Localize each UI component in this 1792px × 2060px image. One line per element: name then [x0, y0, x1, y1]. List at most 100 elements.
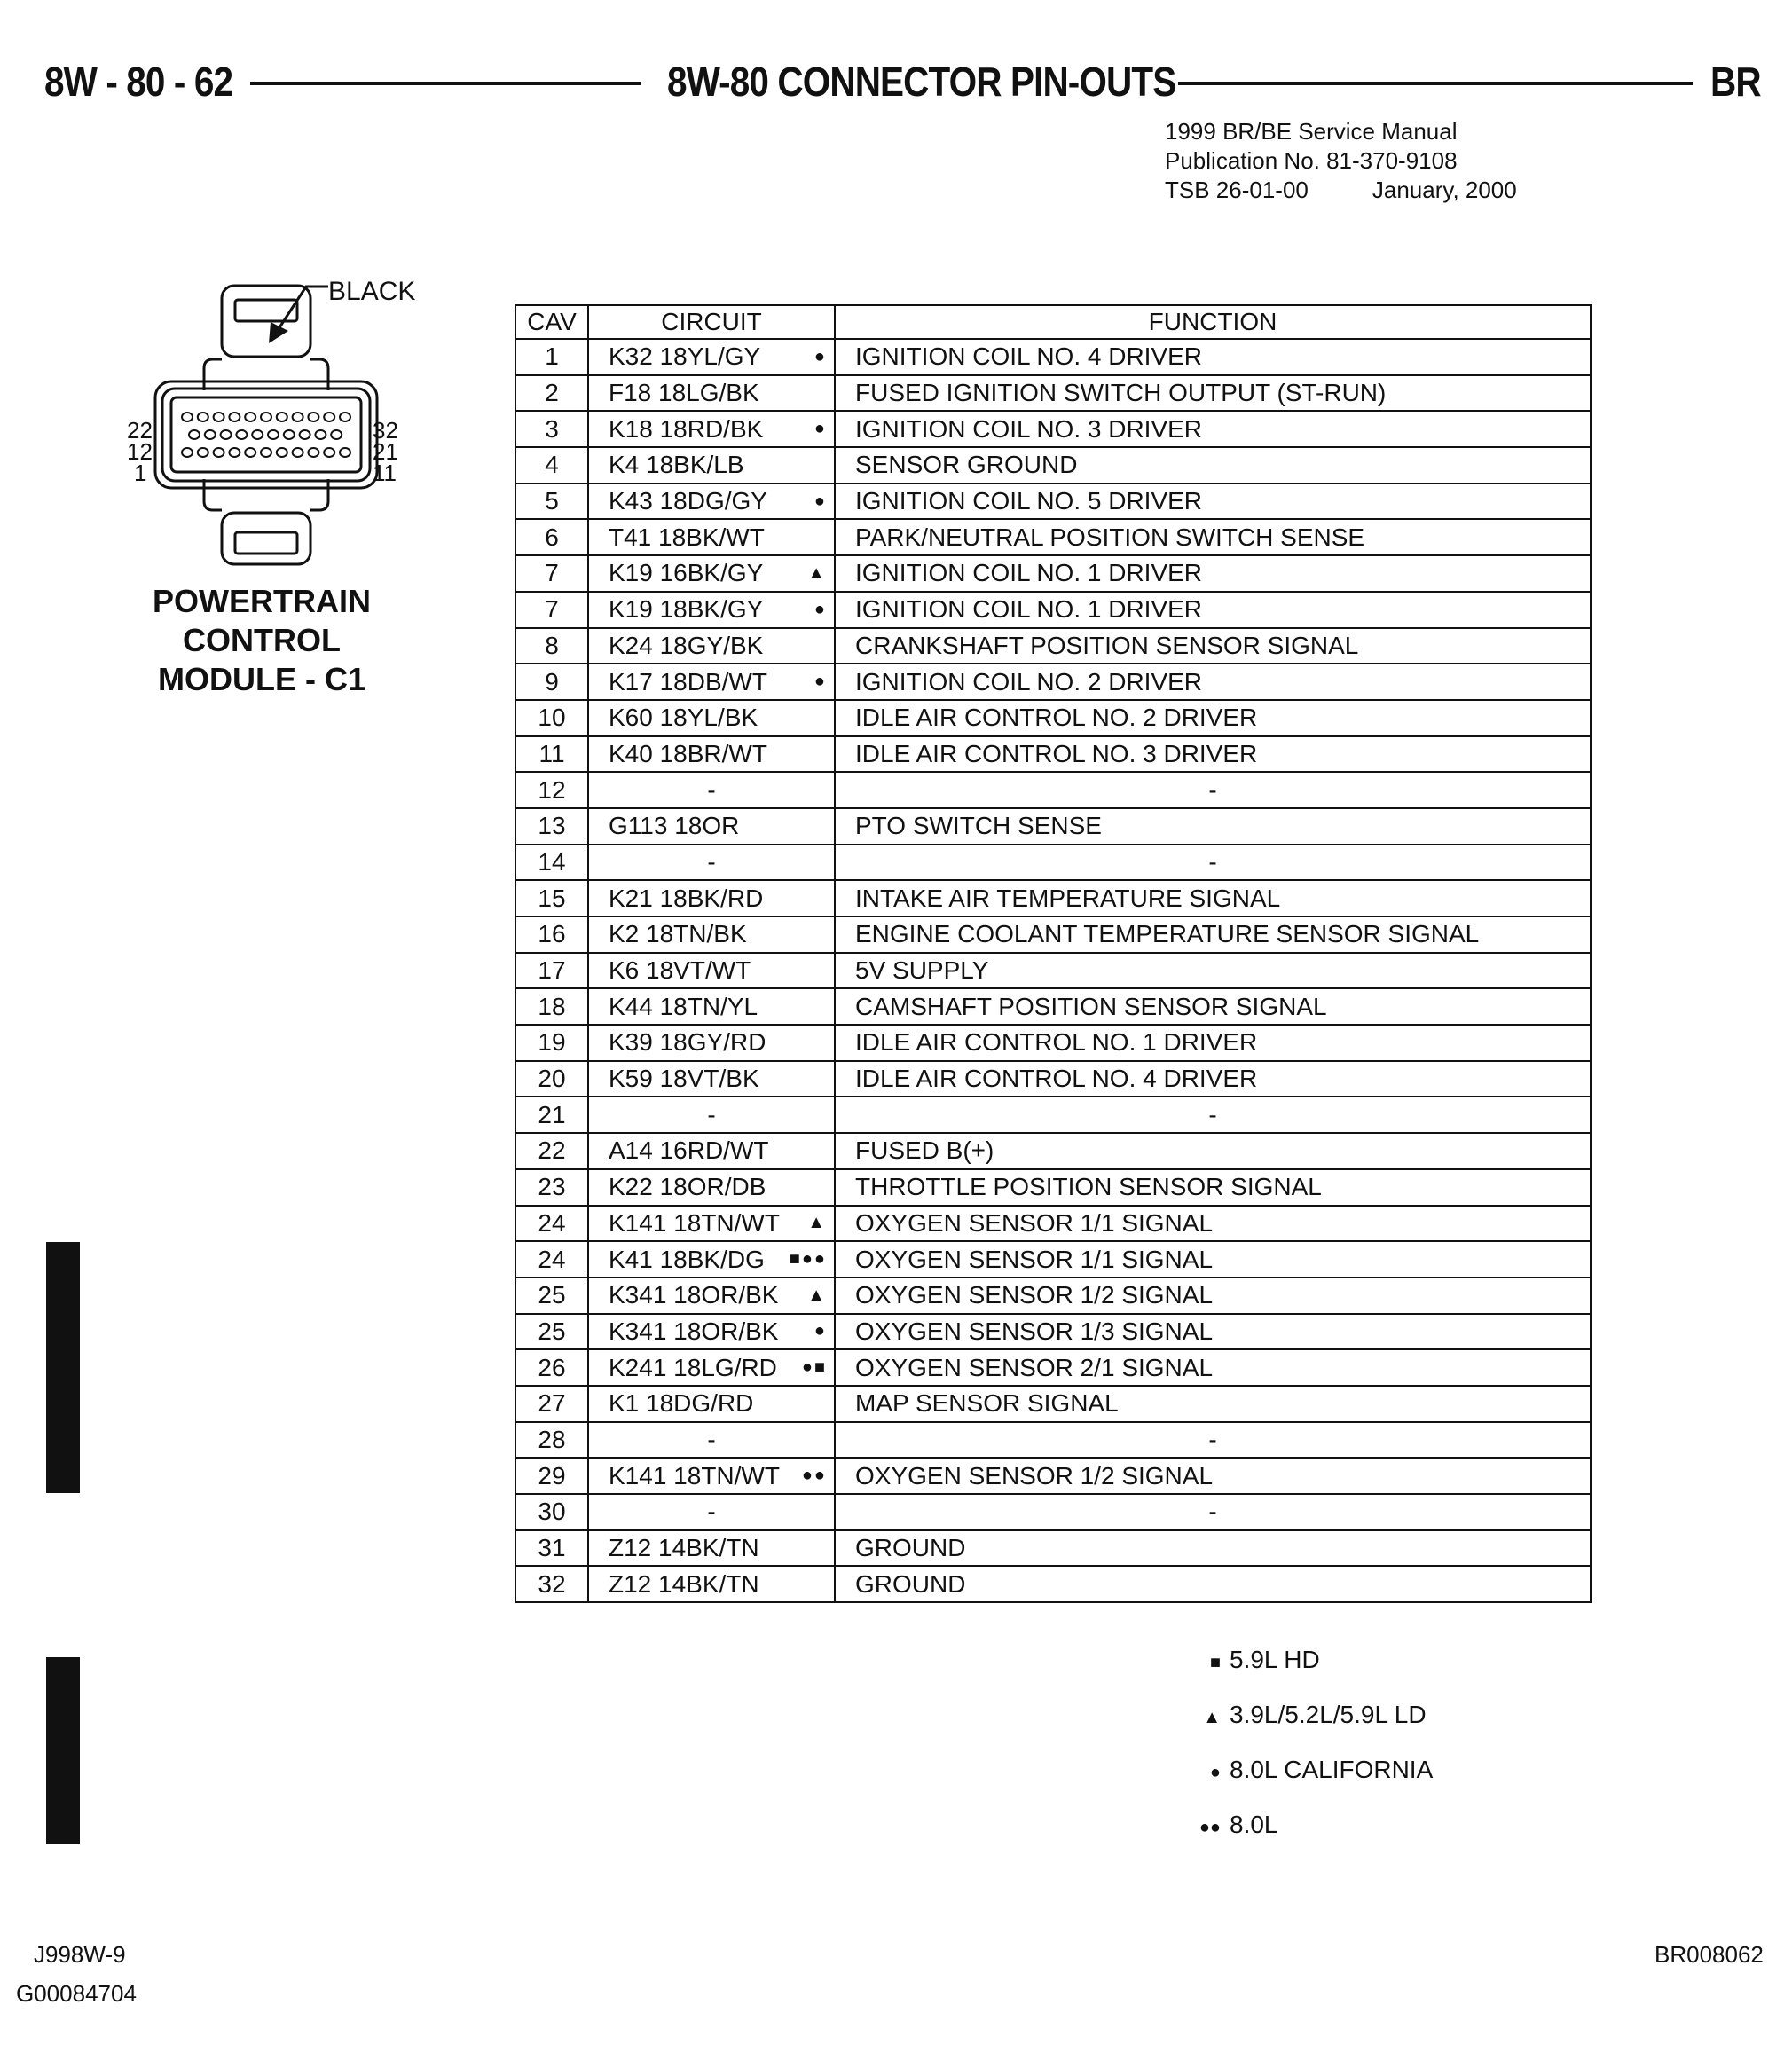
cav-cell: 18: [516, 989, 589, 1025]
pin-hole: [291, 412, 304, 422]
cav-cell: 12: [516, 773, 589, 807]
table-row: 30--: [516, 1493, 1590, 1529]
pin-hole: [203, 429, 216, 440]
pin-hole: [235, 429, 248, 440]
cav-cell: 2: [516, 375, 589, 411]
engine-marker-icon: ●: [813, 1321, 827, 1341]
publication-info: 1999 BR/BE Service Manual Publication No…: [1165, 117, 1517, 205]
engine-marker-icon: ●: [813, 419, 827, 439]
circuit-cell: K6 18VT/WT: [589, 953, 836, 988]
function-cell: MAP SENSOR SIGNAL: [855, 1389, 1119, 1418]
cav-cell: 21: [516, 1097, 589, 1133]
circuit-cell: T41 18BK/WT: [589, 520, 836, 555]
circuit-cell: K4 18BK/LB: [589, 448, 836, 483]
circuit-cell: G113 18OR: [589, 808, 836, 844]
function-cell: -: [1208, 775, 1217, 804]
cav-cell: 14: [516, 845, 589, 880]
pin-label-22: 22: [127, 417, 153, 444]
cav-cell: 11: [516, 736, 589, 772]
pin-hole: [291, 447, 304, 458]
circuit-text: K341 18OR/BK: [609, 1281, 779, 1309]
legend-item: ●8.0L CALIFORNIA: [1171, 1756, 1433, 1784]
pin-hole: [244, 447, 257, 458]
circuit-text: T41 18BK/WT: [609, 523, 765, 551]
circuit-cell: -: [589, 773, 836, 807]
circuit-text: K44 18TN/YL: [609, 992, 758, 1020]
pin-hole: [275, 412, 288, 422]
function-cell: GROUND: [855, 1569, 966, 1598]
footer-page-id: BR008062: [1654, 1941, 1764, 1968]
connector-color-label: BLACK: [328, 277, 416, 306]
engine-marker-icon: ●: [813, 599, 827, 619]
pin-hole: [196, 412, 209, 422]
circuit-text: K341 18OR/BK: [609, 1317, 779, 1345]
pin-hole: [275, 447, 288, 458]
pin-hole: [228, 447, 241, 458]
cav-cell: 3: [516, 412, 589, 447]
function-cell: IGNITION COIL NO. 2 DRIVER: [855, 667, 1203, 696]
table-header-row: CAV CIRCUIT FUNCTION: [516, 306, 1590, 338]
circuit-cell: K341 18OR/BK ●: [589, 1314, 836, 1349]
engine-marker-icon: ▲: [807, 1213, 827, 1233]
pin-hole: [244, 412, 257, 422]
cav-cell: 24: [516, 1206, 589, 1241]
circuit-text: Z12 14BK/TN: [609, 1534, 759, 1562]
engine-marker-icon: ▲: [807, 562, 827, 583]
function-cell: OXYGEN SENSOR 1/2 SIGNAL: [855, 1281, 1214, 1309]
circuit-text: K17 18DB/WT: [609, 667, 767, 696]
change-bar: [46, 1242, 80, 1493]
dot-icon: ●: [1209, 1763, 1221, 1782]
cav-cell: 8: [516, 628, 589, 664]
pin-label-32: 32: [373, 417, 398, 444]
circuit-cell: K17 18DB/WT●: [589, 664, 836, 699]
cav-cell: 4: [516, 448, 589, 483]
circuit-text: K41 18BK/DG: [609, 1245, 765, 1273]
function-cell: CAMSHAFT POSITION SENSOR SIGNAL: [855, 992, 1327, 1020]
pin-hole: [260, 447, 272, 458]
pin-hole: [307, 447, 320, 458]
cav-cell: 15: [516, 881, 589, 916]
circuit-cell: K43 18DG/GY●: [589, 484, 836, 519]
header-rule-right: [1178, 82, 1693, 85]
legend-item: ●●8.0L: [1171, 1811, 1278, 1839]
engine-marker-icon: ●: [813, 346, 827, 366]
circuit-cell: K141 18TN/WT▲: [589, 1206, 836, 1241]
circuit-cell: -: [589, 1097, 836, 1133]
function-cell: GROUND: [855, 1534, 966, 1562]
pin-hole: [330, 429, 343, 440]
circuit-text: K59 18VT/BK: [609, 1065, 759, 1093]
engine-marker-icon: ●: [813, 491, 827, 511]
cav-cell: 25: [516, 1278, 589, 1313]
function-cell: ENGINE COOLANT TEMPERATURE SENSOR SIGNAL: [855, 920, 1480, 948]
circuit-text: K24 18GY/BK: [609, 631, 764, 659]
pin-hole: [314, 429, 327, 440]
function-cell: INTAKE AIR TEMPERATURE SIGNAL: [855, 884, 1281, 912]
circuit-text: -: [707, 1425, 716, 1453]
cav-cell: 25: [516, 1314, 589, 1349]
circuit-cell: K341 18OR/BK▲: [589, 1278, 836, 1313]
legend-item: ■5.9L HD: [1171, 1646, 1320, 1674]
function-cell: IGNITION COIL NO. 5 DRIVER: [855, 487, 1203, 515]
cav-cell: 1: [516, 340, 589, 374]
cav-cell: 9: [516, 664, 589, 699]
circuit-text: -: [707, 775, 716, 804]
pin-hole: [282, 429, 295, 440]
circuit-cell: -: [589, 845, 836, 880]
tsb-number: TSB 26-01-00: [1165, 177, 1309, 203]
circuit-cell: -: [589, 1495, 836, 1529]
circuit-text: K39 18GY/RD: [609, 1028, 766, 1057]
